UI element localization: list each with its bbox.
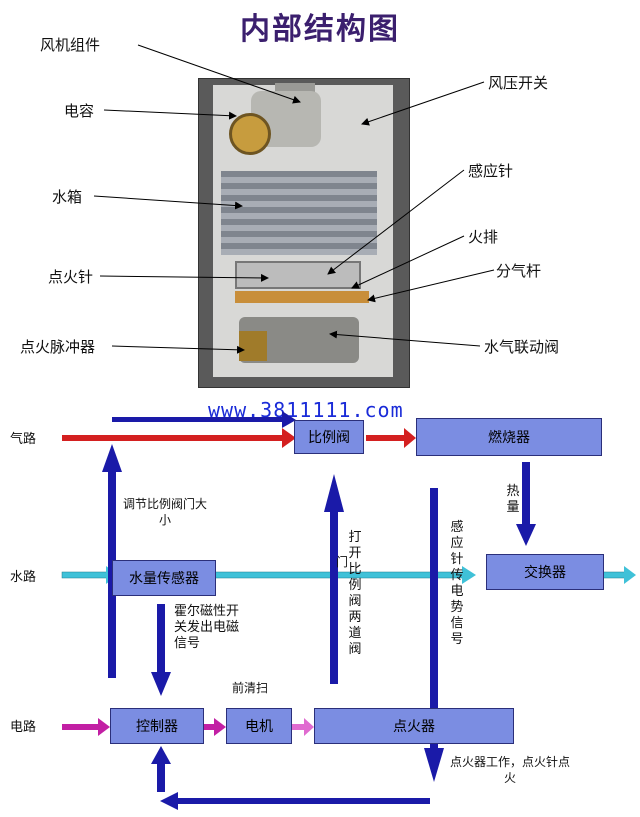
note-sensing-signal: 感应针传电势信号 bbox=[450, 520, 464, 647]
label-gas-manifold: 分气杆 bbox=[496, 262, 542, 280]
open-valve-arrow bbox=[324, 474, 344, 684]
box-exchanger: 交换器 bbox=[486, 554, 604, 590]
note-hall-signal: 霍尔磁性开关发出电磁信号 bbox=[174, 604, 240, 651]
label-sensing-needle: 感应针 bbox=[468, 162, 514, 180]
note-men: 门 bbox=[336, 555, 349, 569]
page-title: 内部结构图 bbox=[240, 12, 400, 47]
row-label-gas: 气路 bbox=[10, 432, 37, 447]
label-fan-assembly: 风机组件 bbox=[40, 36, 101, 54]
box-controller: 控制器 bbox=[110, 708, 204, 744]
note-igniter-work: 点火器工作，点火针点火 bbox=[450, 755, 571, 785]
box-combustor: 燃烧器 bbox=[416, 418, 602, 456]
note-open-valve: 打开比例阀两道阀 bbox=[348, 530, 362, 657]
note-pre-purge: 前清扫 bbox=[232, 681, 269, 695]
box-proportional-valve: 比例阀 bbox=[294, 420, 364, 454]
gas-flow-arrow bbox=[62, 428, 416, 448]
sensing-signal-arrow bbox=[424, 488, 444, 782]
note-heat: 热量 bbox=[506, 484, 520, 515]
row-label-electric: 电路 bbox=[10, 720, 37, 735]
label-capacitor: 电容 bbox=[64, 102, 95, 120]
box-motor: 电机 bbox=[226, 708, 292, 744]
label-pulse-igniter: 点火脉冲器 bbox=[20, 338, 96, 356]
box-water-sensor: 水量传感器 bbox=[112, 560, 216, 596]
label-water-tank: 水箱 bbox=[52, 188, 83, 206]
note-adjust-valve: 调节比例阀门大小 bbox=[122, 497, 207, 527]
label-igniter-needle: 点火针 bbox=[48, 268, 94, 286]
top-blue-arrow bbox=[112, 411, 296, 428]
feedback-loop-arrow bbox=[151, 746, 430, 810]
label-air-pressure-switch: 风压开关 bbox=[488, 74, 549, 92]
label-water-gas-valve: 水气联动阀 bbox=[484, 338, 560, 356]
hall-signal-arrow bbox=[151, 604, 171, 696]
heat-arrow bbox=[516, 462, 536, 546]
box-igniter: 点火器 bbox=[314, 708, 514, 744]
label-burner-row: 火排 bbox=[468, 228, 499, 246]
heater-internal-photo bbox=[198, 78, 410, 388]
row-label-water: 水路 bbox=[10, 570, 37, 585]
